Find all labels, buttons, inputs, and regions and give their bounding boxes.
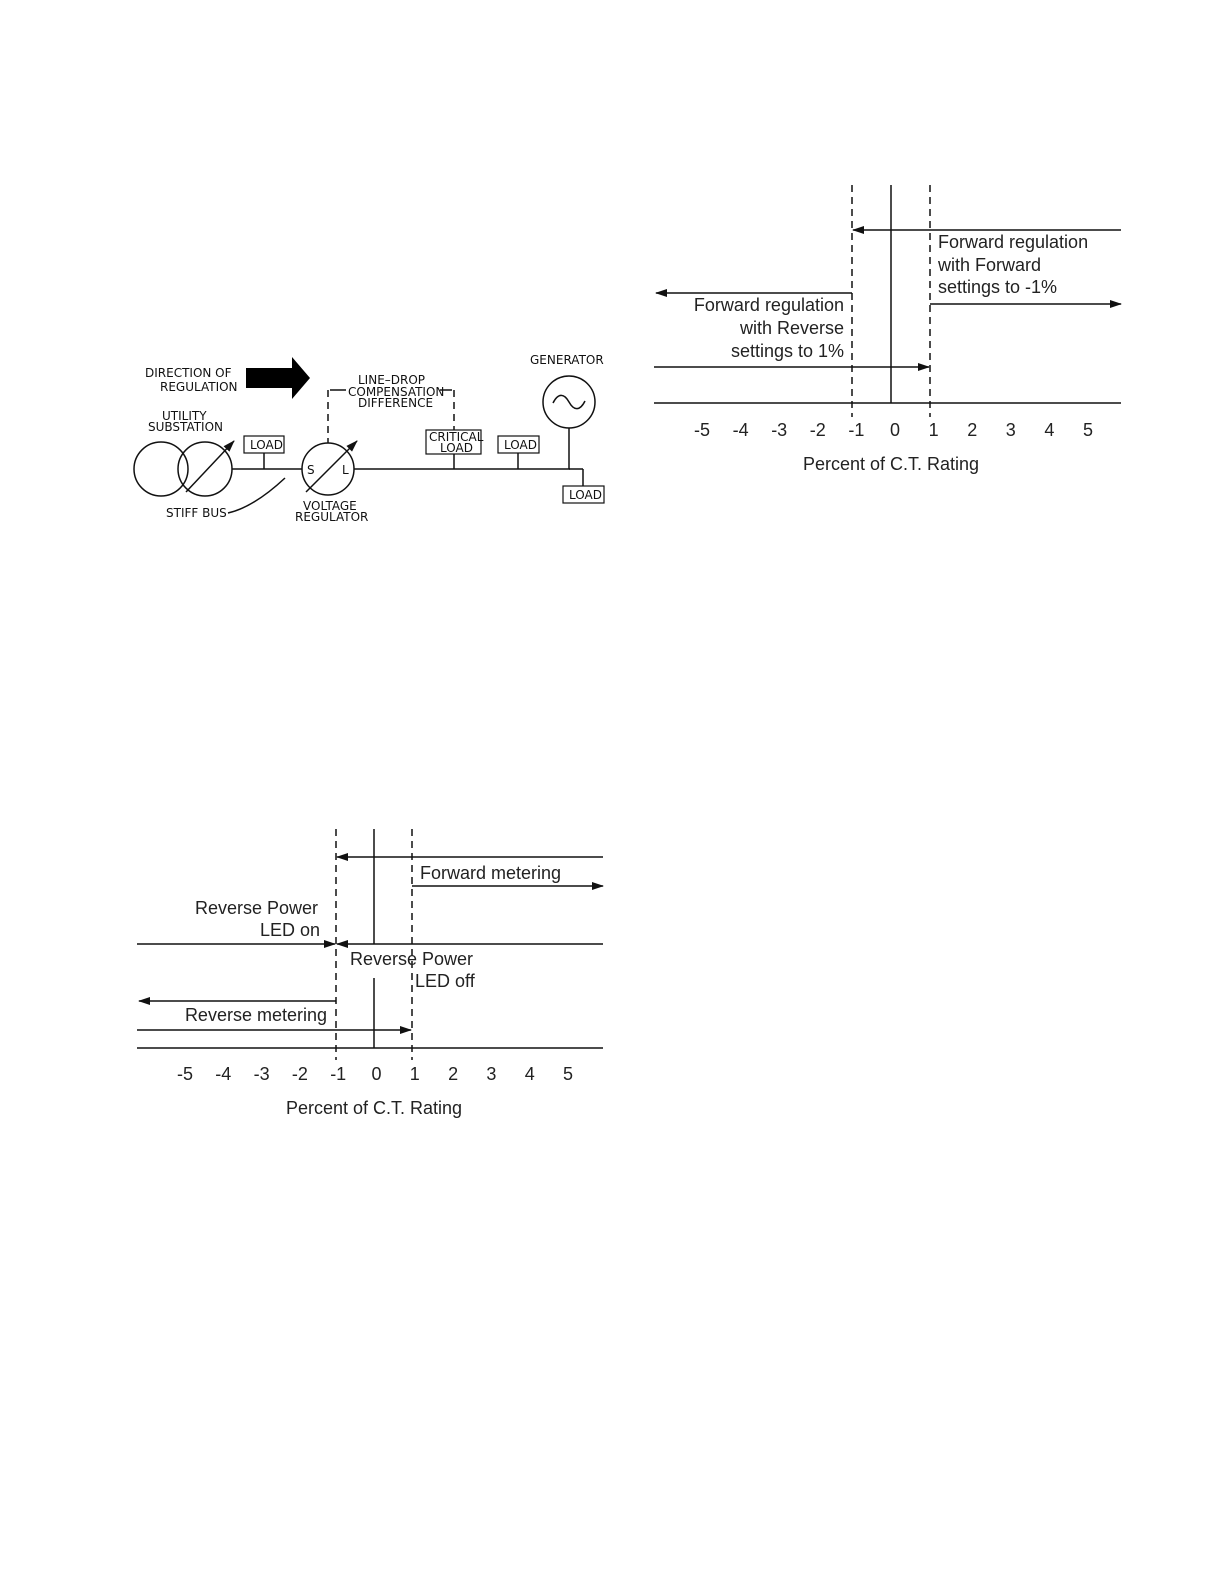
tick-label: 3 [486,1064,496,1084]
tick-label: -5 [694,420,710,440]
forward-label-line1: Forward regulation [938,232,1088,252]
load-box-3 [562,485,605,504]
ldc-label-bg [346,374,440,410]
tick-label: -3 [771,420,787,440]
led-off-label-line1: Reverse Power [350,949,473,969]
tick-label: -2 [292,1064,308,1084]
forward-label-line3: settings to -1% [938,277,1057,297]
tick-label: -5 [177,1064,193,1084]
direction-arrow-icon [246,357,310,399]
regulator-arrow-icon [305,440,358,493]
tick-label: 5 [1083,420,1093,440]
critical-load-label-line1: CRITICAL [429,430,484,444]
reverse-label-line2: with Reverse [739,318,844,338]
critical-load-label-line2: LOAD [440,441,473,455]
tick-label: -1 [848,420,864,440]
tick-label: 1 [410,1064,420,1084]
metering-tick-labels: -5 -4 -3 -2 -1 0 1 2 3 4 5 [177,1064,573,1084]
regulator-source-label: S [307,463,315,477]
stiff-bus-label: STIFF BUS [166,506,227,520]
stiff-bus-leader [227,477,286,514]
substation-transformer-secondary-icon [177,441,233,497]
led-on-label-line2: LED on [260,920,320,940]
sine-wave-icon [552,394,586,410]
utility-label-line2: SUBSTATION [148,420,223,434]
tick-label: -1 [330,1064,346,1084]
direction-label-line1: DIRECTION OF [145,366,232,380]
regulation-axis-title: Percent of C.T. Rating [803,454,979,474]
tap-changer-arrow-icon [185,440,235,493]
regulation-tick-labels: -5 -4 -3 -2 -1 0 1 2 3 4 5 [694,420,1093,440]
tick-label: -4 [215,1064,231,1084]
regulator-label-line1: VOLTAGE [303,499,357,513]
led-off-label-line2: LED off [415,971,476,991]
load-label-1: LOAD [250,438,283,452]
direction-label-line2: REGULATION [160,380,238,394]
led-on-label-line1: Reverse Power [195,898,318,918]
forward-metering-label: Forward metering [420,863,561,883]
reverse-label-line1: Forward regulation [694,295,844,315]
reverse-metering-label: Reverse metering [185,1005,327,1025]
tick-label: 4 [525,1064,535,1084]
regulator-load-label: L [342,463,349,477]
load-label-2: LOAD [504,438,537,452]
tick-label: -4 [733,420,749,440]
line-drop-compensation-schematic: DIRECTION OF REGULATION UTILITY SUBSTATI… [133,353,605,524]
tick-label: 3 [1006,420,1016,440]
forward-label-line2: with Forward [937,255,1041,275]
tick-label: 0 [890,420,900,440]
tick-label: 4 [1044,420,1054,440]
load-label-3: LOAD [569,488,602,502]
utility-label-line1: UTILITY [162,409,207,423]
tick-label: 0 [371,1064,381,1084]
ldc-label-line1: LINE–DROP [358,373,425,387]
tick-label: 2 [448,1064,458,1084]
tick-label: -3 [254,1064,270,1084]
generator-label: GENERATOR [530,353,604,367]
substation-transformer-primary-icon [133,441,189,497]
tick-label: 2 [967,420,977,440]
tick-label: 1 [929,420,939,440]
tick-label: 5 [563,1064,573,1084]
metering-axis-title: Percent of C.T. Rating [286,1098,462,1118]
ldc-label-line3: DIFFERENCE [358,396,433,410]
reverse-label-line3: settings to 1% [731,341,844,361]
metering-chart: Forward metering Reverse Power LED on Re… [137,829,604,1118]
critical-load-box [425,429,482,455]
load-box-1 [243,435,285,454]
regulation-chart: Forward regulation with Forward settings… [654,185,1122,474]
ldc-label-line2: COMPENSATION [348,385,444,399]
regulator-label-line2: REGULATOR [295,510,368,524]
tick-label: -2 [810,420,826,440]
load-box-2 [497,435,540,454]
